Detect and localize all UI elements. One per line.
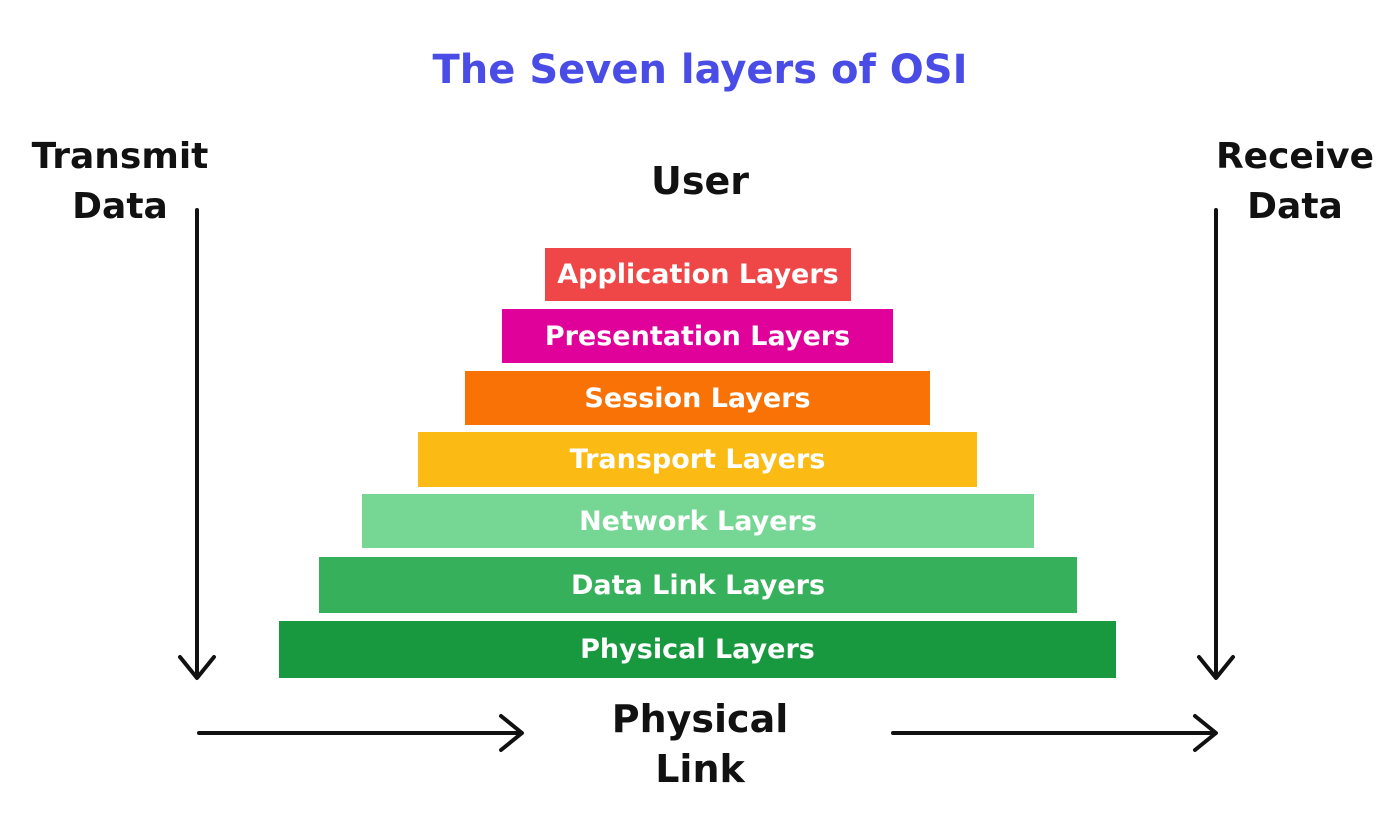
receive-data-label: Receive Data [1195, 132, 1395, 232]
physical-link-right-arrow [891, 714, 1218, 752]
diagram-title: The Seven layers of OSI [432, 47, 968, 93]
layer-data-link: Data Link Layers [319, 557, 1077, 613]
transmit-down-arrow [178, 208, 216, 680]
physical-link-line1: Physical [611, 697, 789, 741]
physical-link-label: Physical Link [560, 694, 840, 794]
physical-link-line2: Link [655, 747, 745, 791]
layer-network: Network Layers [362, 494, 1034, 548]
user-label: User [651, 159, 749, 203]
layer-transport: Transport Layers [418, 432, 977, 487]
layer-physical: Physical Layers [279, 621, 1116, 678]
physical-link-left-arrow [197, 714, 524, 752]
receive-down-arrow [1197, 208, 1235, 680]
receive-label-line2: Data [1247, 186, 1343, 227]
layer-session: Session Layers [465, 371, 930, 425]
transmit-label-line2: Data [72, 186, 168, 227]
layer-presentation: Presentation Layers [502, 309, 893, 363]
receive-label-line1: Receive [1215, 136, 1375, 177]
transmit-label-line1: Transmit [31, 136, 209, 177]
transmit-data-label: Transmit Data [20, 132, 220, 232]
layer-application: Application Layers [545, 248, 851, 301]
